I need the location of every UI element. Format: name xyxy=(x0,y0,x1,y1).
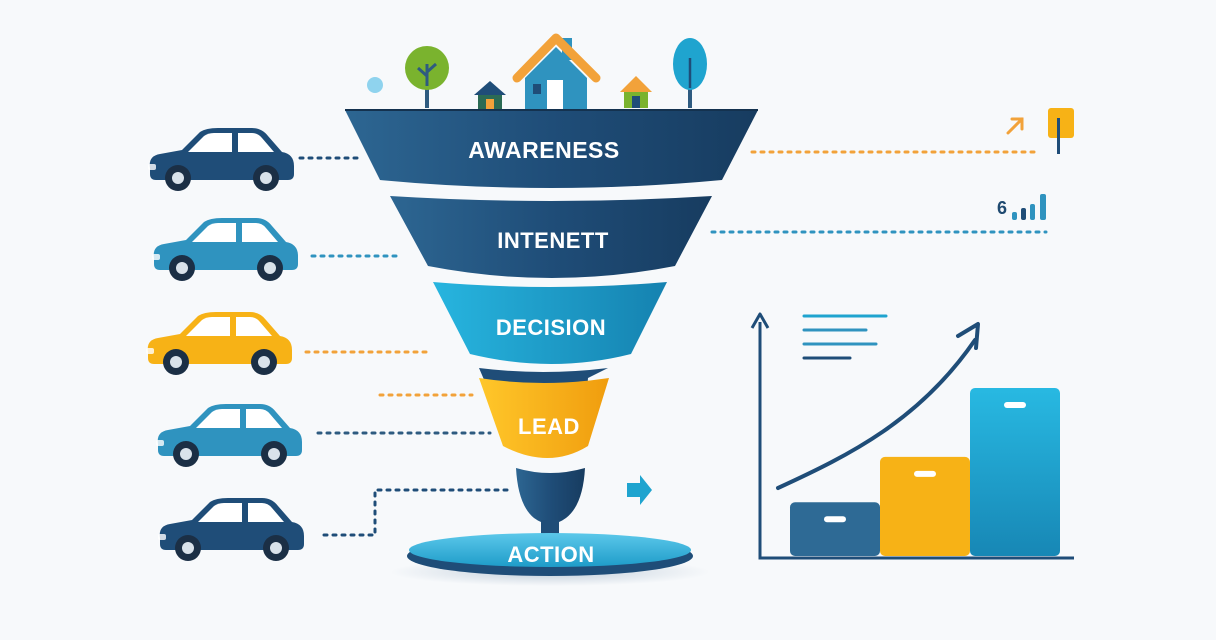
legend-lines-icon xyxy=(802,314,888,360)
bar-handle-icon xyxy=(914,470,936,477)
small-house-icon xyxy=(474,81,506,109)
cars xyxy=(146,128,304,561)
funnel-stage-awareness[interactable]: AWARENESS xyxy=(345,109,758,188)
stage-label-interest: INTENETT xyxy=(497,228,609,253)
growth-chart xyxy=(750,312,1074,560)
connector-line xyxy=(322,488,510,537)
chart-bar xyxy=(970,388,1060,556)
tree-icon xyxy=(673,38,707,108)
car-icon xyxy=(156,404,302,467)
dot-icon xyxy=(367,77,383,93)
stage-label-lead: LEAD xyxy=(518,414,580,439)
axis-arrow-icon xyxy=(750,312,770,329)
right-connectors xyxy=(710,150,1048,234)
main-house-icon xyxy=(512,33,601,110)
bar-handle-icon xyxy=(1004,402,1026,408)
sign-icon xyxy=(1048,108,1074,154)
stage-label-decision: DECISION xyxy=(496,315,606,340)
funnel-stage-lead[interactable]: LEAD xyxy=(479,368,609,458)
car-icon xyxy=(158,498,304,561)
stage-label-action: ACTION xyxy=(507,542,594,567)
car-icon xyxy=(146,312,292,375)
left-connectors xyxy=(298,156,510,537)
funnel-stage-decision[interactable]: DECISION xyxy=(433,282,667,364)
tree-icon xyxy=(405,46,449,108)
small-house-icon xyxy=(620,76,652,108)
top-scene xyxy=(367,33,707,110)
small-number: 6 xyxy=(997,198,1007,218)
trend-arrow-icon xyxy=(956,322,980,350)
up-right-arrow-icon xyxy=(1006,117,1024,135)
funnel-tip xyxy=(516,468,585,542)
signal-bars-icon xyxy=(1012,194,1046,220)
chart-bar xyxy=(790,502,880,556)
chart-bar xyxy=(880,456,970,556)
chart-axis xyxy=(758,322,1074,560)
funnel-stage-interest[interactable]: INTENETT xyxy=(390,196,712,278)
arrow-right-icon xyxy=(627,475,652,505)
funnel: AWARENESS INTENETT DECISION LEAD ACTION xyxy=(345,109,758,576)
car-icon xyxy=(152,218,298,281)
bar-handle-icon xyxy=(824,516,846,523)
stage-label-awareness: AWARENESS xyxy=(468,137,619,163)
car-icon xyxy=(148,128,294,191)
trend-line xyxy=(776,338,977,490)
chart-bars xyxy=(790,388,1060,556)
funnel-stage-action[interactable]: ACTION xyxy=(407,533,693,576)
